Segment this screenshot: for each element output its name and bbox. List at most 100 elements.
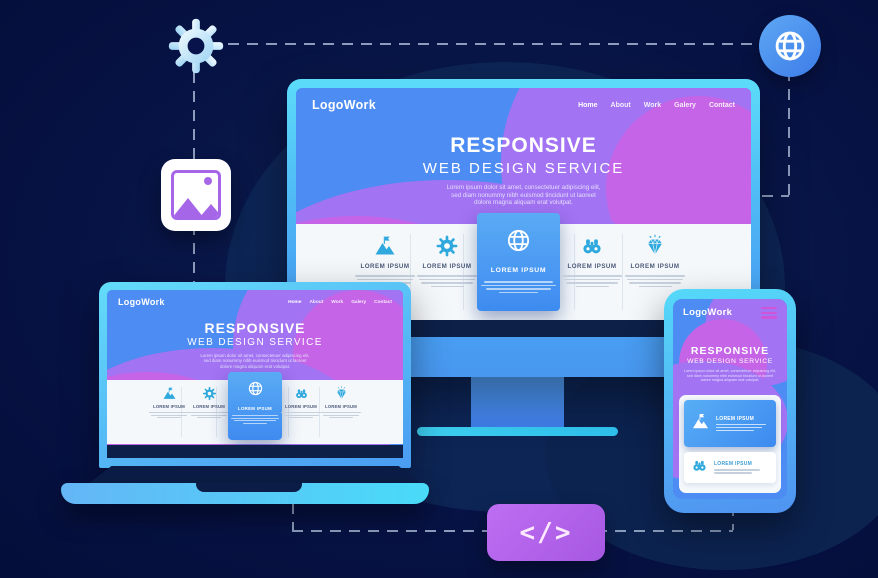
text-line (323, 414, 359, 416)
text-line (189, 412, 229, 414)
site-logo[interactable]: LogoWork (683, 307, 733, 319)
text-line (714, 472, 752, 474)
nav-link-contact[interactable]: Contact (374, 299, 392, 305)
text-line (321, 412, 361, 414)
text-line (418, 278, 476, 281)
hero-paragraph-line: Lorem ipsum dolor sit amet, consectetuer… (200, 353, 310, 358)
binoculars-icon (281, 386, 321, 401)
text-line (234, 420, 276, 422)
site-logo[interactable]: LogoWork (312, 98, 376, 112)
text-line (197, 417, 221, 419)
feature-card-highlighted[interactable]: LOREM IPSUM (477, 213, 560, 311)
gear-icon (189, 386, 229, 401)
nav-link-work[interactable]: Work (643, 101, 662, 109)
text-line (149, 412, 189, 414)
hero-paragraph-line: Lorem ipsum dolor sit amet, consectetuer… (684, 369, 776, 373)
feature-card[interactable]: LOREM IPSUM (684, 452, 776, 483)
text-line (625, 275, 685, 277)
card-title: LOREM IPSUM (360, 263, 410, 270)
hero-paragraph: Lorem ipsum dolor sit amet, consectetuer… (107, 353, 403, 369)
mountain-flag-icon (355, 234, 415, 258)
diamond-icon (321, 386, 361, 401)
text-line (191, 414, 227, 416)
card-body: LOREM IPSUM (714, 461, 760, 474)
image-icon-frame (171, 170, 221, 220)
binoculars-icon (562, 234, 622, 258)
text-line (563, 278, 621, 281)
laptop-screen: LogoWork Home About Work Galery Contact … (107, 290, 403, 458)
gear-icon (417, 234, 477, 258)
card-title: LOREM IPSUM (193, 404, 225, 409)
feature-card[interactable]: LOREM IPSUM (417, 234, 477, 288)
connector-line (732, 505, 734, 530)
image-icon-mountain (199, 204, 218, 217)
connector-line (788, 70, 790, 197)
site-logo[interactable]: LogoWork (118, 297, 165, 307)
feature-card[interactable]: LOREM IPSUM (355, 234, 415, 288)
text-line (355, 275, 415, 277)
card-divider (410, 234, 411, 310)
card-divider (574, 234, 575, 310)
text-line (232, 415, 278, 417)
hero-paragraph-line: dolore magna aliquam erat volutpat. (474, 199, 573, 207)
hero-paragraph-line: sed diam nonummy nibh euismod tincidunt … (203, 358, 307, 364)
feature-card-highlighted[interactable]: LOREM IPSUM (228, 372, 282, 440)
card-title: LOREM IPSUM (567, 263, 617, 270)
navbar: LogoWork Home About Work Galery Contact (312, 98, 735, 112)
text-line (151, 414, 187, 416)
phone: LogoWork RESPONSIVE WEB DESIGN SERVICE L… (664, 289, 796, 513)
feature-card[interactable]: LOREM IPSUM (321, 386, 361, 419)
nav-links: Home About Work Galery Contact (288, 300, 392, 305)
monitor-stand-neck (471, 377, 564, 428)
text-line (716, 429, 754, 432)
hero-paragraph-line: Lorem ipsum dolor sit amet, consectetuer… (446, 184, 601, 191)
hero-title: RESPONSIVE (204, 320, 306, 336)
feature-card[interactable]: LOREM IPSUM (562, 234, 622, 288)
hero-section: RESPONSIVE WEB DESIGN SERVICE Lorem ipsu… (107, 320, 403, 369)
globe-icon (505, 229, 532, 258)
text-line (281, 412, 321, 414)
nav-link-home[interactable]: Home (578, 101, 598, 109)
card-title: LOREM IPSUM (630, 263, 680, 270)
nav-links: Home About Work Galery Contact (578, 102, 735, 109)
phone-cards-panel: LOREM IPSUM LOREM IPSUM (679, 395, 781, 493)
feature-card-highlighted[interactable]: LOREM IPSUM (684, 400, 776, 447)
hero-paragraph-line: dolore magna aliquam erat volutpat. (219, 363, 291, 369)
mountain-flag-icon (149, 386, 189, 401)
hero-section: RESPONSIVE WEB DESIGN SERVICE Lorem ipsu… (296, 134, 751, 207)
hero-paragraph-line: sed diam nonummy nibh euismod tincidunt … (451, 191, 596, 199)
text-line (626, 278, 684, 281)
card-title: LOREM IPSUM (285, 404, 317, 409)
text-line (486, 288, 551, 290)
nav-link-home[interactable]: Home (288, 299, 302, 305)
hamburger-menu-icon[interactable] (761, 307, 777, 319)
hero-section: RESPONSIVE WEB DESIGN SERVICE Lorem ipsu… (673, 345, 787, 383)
feature-card[interactable]: LOREM IPSUM (281, 386, 321, 419)
text-line (716, 426, 762, 429)
image-icon (161, 159, 231, 231)
nav-link-about[interactable]: About (610, 101, 631, 109)
nav-link-work[interactable]: Work (331, 299, 344, 305)
card-title: LOREM IPSUM (422, 263, 472, 270)
feature-card[interactable]: LOREM IPSUM (149, 386, 189, 419)
text-line (498, 291, 539, 294)
connector-line (762, 195, 789, 197)
feature-card[interactable]: LOREM IPSUM (189, 386, 229, 419)
navbar: LogoWork Home About Work Galery Contact (118, 297, 392, 307)
feature-card[interactable]: LOREM IPSUM (625, 234, 685, 288)
nav-link-galery[interactable]: Galery (351, 299, 367, 305)
hero-paragraph-line: sed diam nonummy nibh euismod tincidunt … (686, 373, 774, 378)
card-title: LOREM IPSUM (153, 404, 185, 409)
code-symbol: </> (519, 517, 573, 548)
text-line (283, 414, 319, 416)
nav-link-galery[interactable]: Galery (674, 101, 696, 109)
mountain-flag-icon (691, 412, 710, 436)
text-line (562, 275, 622, 277)
navbar: LogoWork (683, 307, 777, 319)
connector-line (292, 503, 294, 530)
text-line (356, 278, 414, 281)
nav-link-about[interactable]: About (309, 299, 324, 305)
phone-screen: LogoWork RESPONSIVE WEB DESIGN SERVICE L… (673, 299, 787, 499)
nav-link-contact[interactable]: Contact (708, 101, 735, 109)
